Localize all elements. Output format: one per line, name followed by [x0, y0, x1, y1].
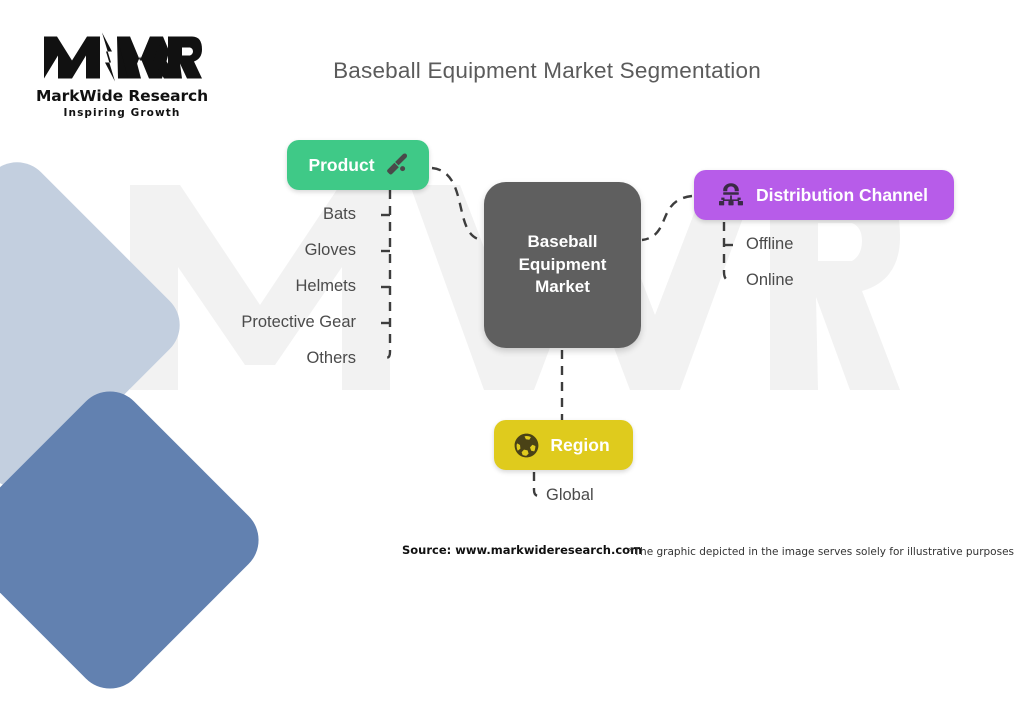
disclaimer-note: *The graphic depicted in the image serve…	[628, 546, 1014, 558]
leaf-distribution-online: Online	[746, 271, 794, 289]
brand-logo: MarkWide Research Inspiring Growth	[22, 28, 222, 119]
leaf-product-others: Others	[306, 349, 356, 367]
distribution-network-icon	[716, 180, 746, 210]
node-center-market[interactable]: Baseball Equipment Market	[484, 182, 641, 348]
leaf-product-helmets: Helmets	[295, 277, 356, 295]
node-region-label: Region	[550, 434, 610, 455]
node-distribution-channel-label: Distribution Channel	[755, 184, 929, 205]
brand-tagline: Inspiring Growth	[63, 107, 181, 119]
leaf-product-protective-gear: Protective Gear	[241, 313, 356, 331]
leaf-product-gloves: Gloves	[304, 241, 356, 259]
leaf-product-bats: Bats	[322, 205, 356, 223]
baseball-bat-icon	[384, 152, 410, 178]
leaf-region-global: Global	[546, 486, 594, 504]
brand-name: MarkWide Research	[35, 87, 209, 105]
page-title: Baseball Equipment Market Segmentation	[333, 58, 761, 83]
node-region[interactable]: Region	[494, 420, 633, 470]
node-product-label: Product	[308, 154, 375, 175]
mwr-monogram-icon	[44, 32, 202, 82]
node-center-label: Baseball Equipment Market	[518, 231, 607, 297]
globe-icon	[513, 432, 540, 459]
node-product[interactable]: Product	[287, 140, 429, 190]
node-distribution-channel[interactable]: Distribution Channel	[694, 170, 954, 220]
source-note: Source: www.markwideresearch.com	[402, 543, 643, 557]
leaf-distribution-offline: Offline	[746, 235, 794, 253]
